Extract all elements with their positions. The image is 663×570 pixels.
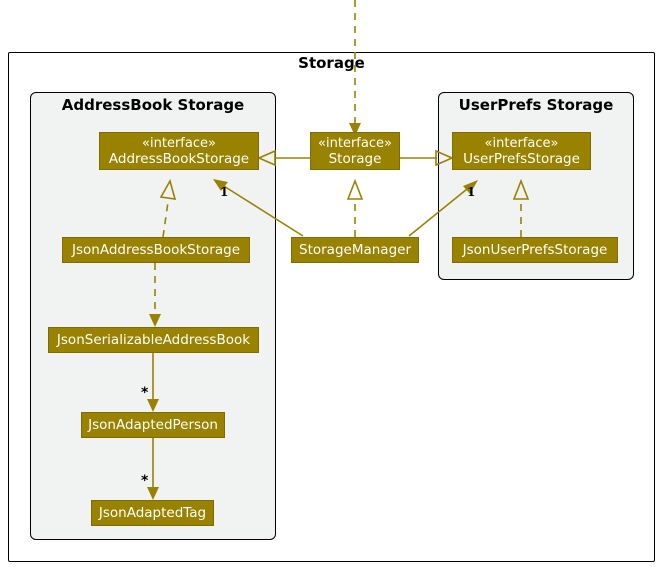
class-storage-name: Storage: [328, 150, 382, 167]
class-storage[interactable]: «interface» Storage: [310, 132, 400, 170]
class-jsonadaptedtag-name: JsonAdaptedTag: [98, 505, 207, 521]
class-jsonserializableaddressbook-name: JsonSerializableAddressBook: [56, 332, 251, 348]
multiplicity-jsonadaptedtag: *: [141, 473, 149, 489]
class-storage-stereotype: «interface»: [318, 135, 392, 151]
class-jsonuserprefsstorage[interactable]: JsonUserPrefsStorage: [452, 237, 618, 263]
class-jsonaddressbookstorage-name: JsonAddressBookStorage: [71, 242, 240, 258]
multiplicity-jsonadaptedperson: *: [141, 385, 149, 401]
class-jsonuserprefsstorage-name: JsonUserPrefsStorage: [462, 242, 608, 258]
class-addressbookstorage-stereotype: «interface»: [142, 135, 216, 151]
class-jsonadaptedperson-name: JsonAdaptedPerson: [88, 417, 218, 433]
class-userprefsstorage[interactable]: «interface» UserPrefsStorage: [452, 132, 591, 170]
package-storage-title: Storage: [298, 54, 365, 72]
class-jsonaddressbookstorage[interactable]: JsonAddressBookStorage: [62, 237, 250, 263]
class-addressbookstorage-name: AddressBookStorage: [108, 150, 250, 167]
package-userprefs-storage-title: UserPrefs Storage: [458, 96, 614, 114]
class-jsonserializableaddressbook[interactable]: JsonSerializableAddressBook: [48, 327, 259, 353]
class-addressbookstorage[interactable]: «interface» AddressBookStorage: [99, 132, 259, 170]
multiplicity-userprefsstorage: 1: [467, 185, 476, 199]
class-userprefsstorage-stereotype: «interface»: [484, 135, 559, 151]
class-jsonadaptedperson[interactable]: JsonAdaptedPerson: [81, 412, 225, 438]
multiplicity-addressbookstorage: 1: [220, 185, 229, 199]
class-storagemanager[interactable]: StorageManager: [291, 237, 419, 263]
class-userprefsstorage-name: UserPrefsStorage: [463, 150, 580, 167]
package-addressbook-storage-title: AddressBook Storage: [61, 96, 245, 114]
class-jsonadaptedtag[interactable]: JsonAdaptedTag: [91, 500, 214, 526]
class-storagemanager-name: StorageManager: [299, 242, 411, 258]
